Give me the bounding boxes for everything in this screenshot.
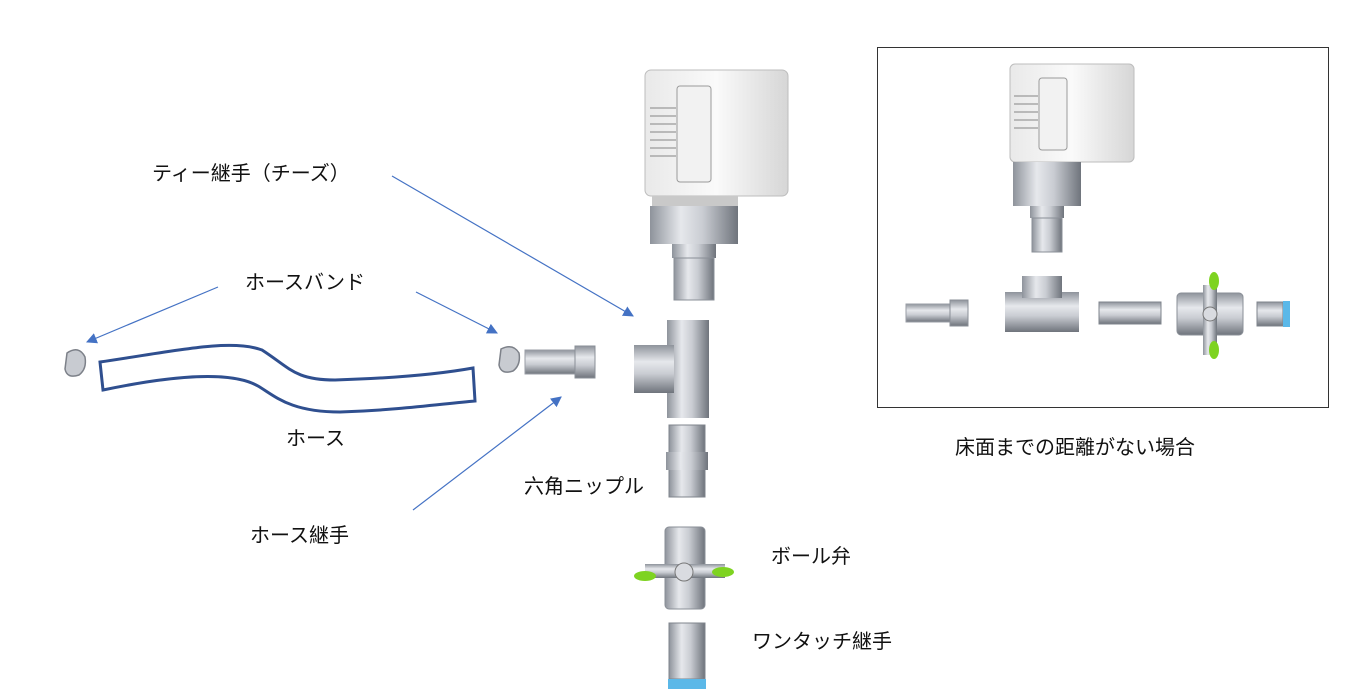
label-ball-valve: ボール弁 [771,544,851,568]
ball-valve [634,526,734,610]
inset-pressure-switch [1009,63,1135,253]
pressure-switch-main [644,69,789,301]
label-tee: ティー継手（チーズ） [152,161,350,185]
label-hose: ホース [286,426,345,450]
inset-caption: 床面までの距離がない場合 [955,435,1195,459]
label-hose-fitting: ホース継手 [250,523,349,547]
hose-band-left [64,349,87,377]
inset-tee [1005,276,1079,332]
callout-arrows [86,175,634,511]
hose-fitting [524,345,596,379]
tee-fitting [634,320,709,418]
hex-nipple [666,424,708,498]
hose-band-right [498,346,521,373]
arrow-tee [391,175,634,317]
inset-hose-fitting [905,299,969,327]
label-one-touch: ワンタッチ継手 [752,629,892,653]
inset-hex-nipple [1098,301,1162,325]
inset-one-touch [1256,301,1290,327]
arrow-band-left [86,286,219,344]
label-hose-band: ホースバンド [245,270,365,294]
label-hex-nipple: 六角ニップル [524,474,644,498]
one-touch-fitting [668,622,706,689]
arrow-hose-fitting [412,396,562,511]
hose [98,343,477,414]
inset-ball-valve [1176,272,1244,359]
inset-frame [877,47,1329,408]
arrow-band-right [415,291,498,334]
